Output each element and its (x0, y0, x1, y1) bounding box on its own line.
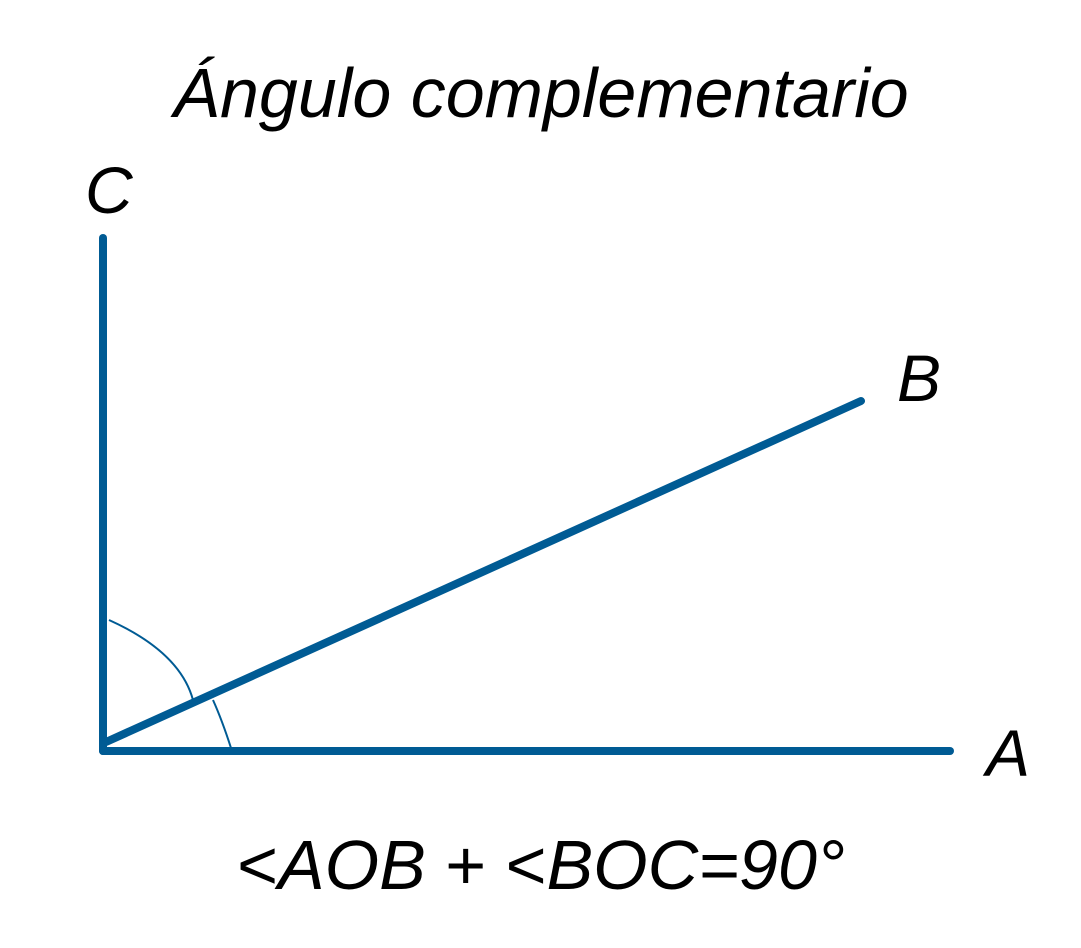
complementary-formula: <AOB + <BOC=90° (237, 826, 845, 904)
diagram-title: Ángulo complementario (170, 54, 908, 132)
point-label-b: B (897, 341, 941, 415)
angle-arc-aob (212, 699, 232, 749)
formula-angle-boc: BOC (546, 826, 698, 904)
angle-arc-boc (108, 619, 194, 701)
ray-ob (102, 397, 865, 746)
formula-less-than-1: < (237, 826, 278, 904)
formula-plus: + (426, 826, 506, 904)
formula-equals-90: =90° (698, 826, 845, 904)
point-label-c: C (85, 153, 134, 227)
point-label-a: A (982, 716, 1030, 790)
formula-angle-aob: AOB (274, 826, 426, 904)
formula-less-than-2: < (506, 826, 547, 904)
